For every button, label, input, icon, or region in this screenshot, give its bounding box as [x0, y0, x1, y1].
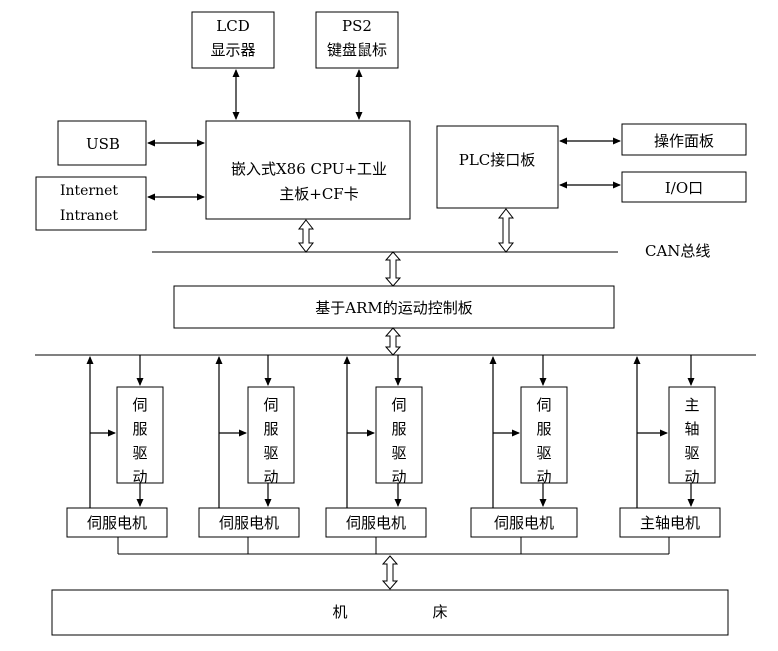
- can-bus-label: CAN总线: [645, 242, 710, 260]
- motor-box: [66, 507, 168, 538]
- drive-label-char: 驱: [536, 444, 551, 462]
- operation-panel-block: 操作面板: [621, 123, 747, 156]
- cpu-can-double-arrow: [297, 219, 315, 253]
- svg-text:USB: USB: [86, 135, 120, 153]
- motor-box: [470, 507, 578, 538]
- motor-label: 伺服电机: [219, 514, 279, 532]
- drive-label-char: 驱: [684, 444, 699, 462]
- motor-box: [198, 507, 300, 538]
- drive-box: [247, 386, 295, 484]
- usb-block: USB: [57, 120, 147, 166]
- svg-text:嵌入式X86 CPU+工业: 嵌入式X86 CPU+工业: [231, 160, 387, 178]
- arm-bus-double-arrow: [384, 327, 402, 356]
- drive-label-char: 服: [263, 420, 278, 438]
- drive-label-char: 服: [536, 420, 551, 438]
- motor-box: [325, 507, 427, 538]
- drive-box: [116, 386, 164, 484]
- svg-text:键盘鼠标: 键盘鼠标: [327, 41, 387, 59]
- motor-box: [619, 507, 721, 538]
- drive-label-char: 伺: [263, 396, 278, 414]
- motor-label: 伺服电机: [494, 514, 554, 532]
- drive-box: [520, 386, 568, 484]
- svg-text:床: 床: [432, 603, 447, 621]
- svg-text:机: 机: [332, 603, 347, 621]
- drive-label-char: 驱: [263, 444, 278, 462]
- motor-machine-double-arrow: [381, 555, 399, 590]
- svg-text:操作面板: 操作面板: [654, 132, 714, 150]
- svg-text:I/O口: I/O口: [665, 179, 703, 197]
- drive-label-char: 动: [684, 468, 699, 486]
- drive-label-char: 服: [391, 420, 406, 438]
- drive-label-char: 轴: [684, 420, 699, 438]
- svg-text:PS2: PS2: [342, 17, 372, 35]
- can-arm-double-arrow: [384, 251, 402, 287]
- internet-intranet-block: Internet Intranet: [35, 176, 147, 231]
- embedded-x86-cpu-block: 嵌入式X86 CPU+工业 主板+CF卡: [205, 120, 411, 220]
- drive-label-char: 伺: [536, 396, 551, 414]
- svg-text:主板+CF卡: 主板+CF卡: [279, 185, 358, 203]
- drive-label-char: 主: [684, 396, 699, 414]
- drive-label-char: 伺: [132, 396, 147, 414]
- drive-box: [375, 386, 423, 484]
- machine-tool-block: 机 床: [51, 589, 729, 636]
- arm-motion-control-board-block: 基于ARM的运动控制板: [173, 285, 615, 329]
- svg-text:PLC接口板: PLC接口板: [459, 151, 536, 169]
- drive-label-char: 动: [536, 468, 551, 486]
- svg-text:LCD: LCD: [216, 17, 249, 35]
- io-port-block: I/O口: [621, 171, 747, 203]
- drive-label-char: 驱: [391, 444, 406, 462]
- svg-text:Intranet: Intranet: [60, 208, 119, 224]
- svg-text:显示器: 显示器: [210, 41, 255, 59]
- svg-text:基于ARM的运动控制板: 基于ARM的运动控制板: [315, 299, 473, 317]
- svg-text:Internet: Internet: [60, 183, 118, 199]
- drive-label-char: 驱: [132, 444, 147, 462]
- motor-label: 伺服电机: [346, 514, 406, 532]
- plc-interface-board-block: PLC接口板: [436, 125, 559, 209]
- drive-label-char: 动: [263, 468, 278, 486]
- drive-label-char: 伺: [391, 396, 406, 414]
- lcd-display-block: LCD 显示器: [191, 11, 275, 69]
- drive-label-char: 服: [132, 420, 147, 438]
- plc-can-double-arrow: [497, 208, 515, 253]
- motor-label: 伺服电机: [87, 514, 147, 532]
- motor-label: 主轴电机: [640, 514, 700, 532]
- drive-box: [668, 386, 716, 484]
- drive-label-char: 动: [132, 468, 147, 486]
- ps2-keyboard-mouse-block: PS2 键盘鼠标: [315, 11, 399, 69]
- drive-label-char: 动: [391, 468, 406, 486]
